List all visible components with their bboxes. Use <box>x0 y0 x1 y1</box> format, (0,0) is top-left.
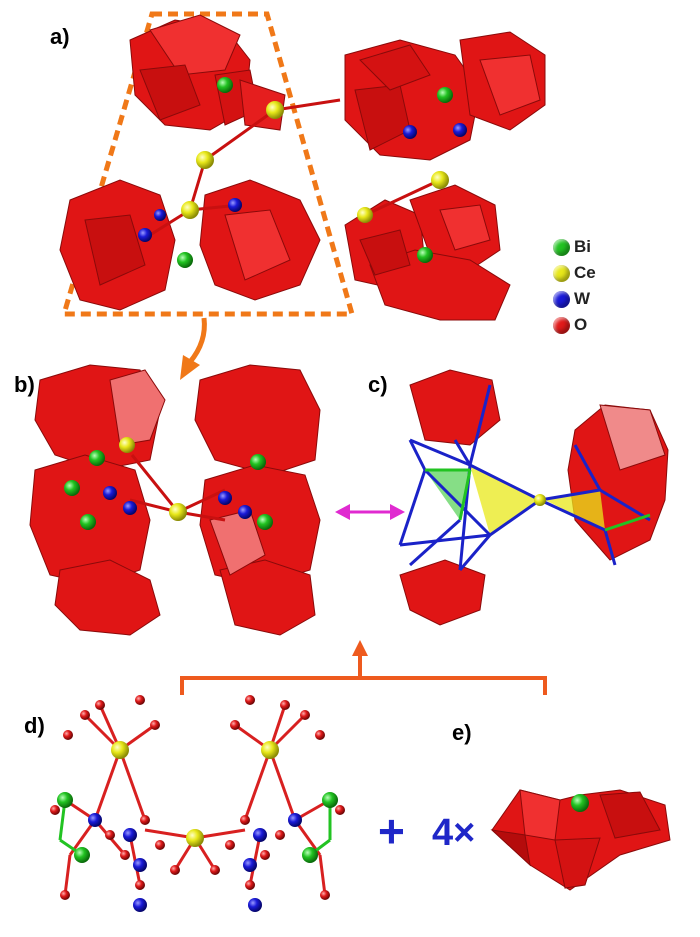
bi-atom <box>80 514 96 530</box>
w-atom <box>123 501 137 515</box>
w-atom <box>133 858 147 872</box>
panel-a-structure <box>59 11 546 321</box>
ce-atom <box>196 151 214 169</box>
panel-a-atoms <box>138 77 467 268</box>
bi-atom <box>571 794 589 812</box>
element-legend: Bi Ce W O <box>553 234 633 338</box>
legend-swatch-bi <box>553 238 570 256</box>
bi-atom <box>57 792 73 808</box>
legend-label: O <box>574 315 588 334</box>
bi-atom <box>257 514 273 530</box>
panel-b-structure <box>29 364 321 636</box>
legend-swatch-ce <box>553 264 570 282</box>
bi-atom <box>417 247 433 263</box>
bi-atom <box>250 454 266 470</box>
panel-c-structure <box>398 369 669 626</box>
panel-label-e: e) <box>452 720 472 745</box>
w-atom <box>253 828 267 842</box>
legend-label: Ce <box>574 263 596 282</box>
ce-atom <box>431 171 449 189</box>
w-atom <box>103 486 117 500</box>
ce-atom <box>186 829 204 847</box>
legend-swatch-w <box>553 290 570 308</box>
legend-item-ce: Ce <box>553 260 633 286</box>
multiplier-label: 4× <box>432 812 476 854</box>
bracket-d-e-to-b-c <box>180 640 547 695</box>
ce-atom <box>261 741 279 759</box>
plus-sign: + <box>378 805 405 857</box>
w-atom <box>453 123 467 137</box>
w-atom <box>123 828 137 842</box>
panel-e-structure <box>490 789 671 891</box>
bi-atom <box>302 847 318 863</box>
ce-atom <box>119 437 135 453</box>
w-atom <box>243 858 257 872</box>
w-atom <box>228 198 242 212</box>
arrow-a-to-b <box>180 317 207 380</box>
ce-atom <box>181 201 199 219</box>
ce-atom <box>534 494 546 506</box>
bi-atom <box>322 792 338 808</box>
panel-a-cluster-top-left <box>129 14 286 131</box>
ce-atom <box>169 503 187 521</box>
legend-label: W <box>574 289 591 308</box>
w-atom <box>154 209 166 221</box>
panel-d-structure <box>50 695 345 912</box>
panel-label-c: c) <box>368 372 388 397</box>
bi-atom <box>437 87 453 103</box>
legend-item-o: O <box>553 312 633 338</box>
legend-item-w: W <box>553 286 633 312</box>
legend-item-bi: Bi <box>553 234 633 260</box>
bi-atom <box>74 847 90 863</box>
legend-swatch-o <box>553 316 570 334</box>
bi-atom <box>217 77 233 93</box>
double-arrow-b-c <box>335 504 405 520</box>
w-atom <box>288 813 302 827</box>
panel-label-d: d) <box>24 713 45 738</box>
panel-a-cluster-bottom-left <box>59 179 321 311</box>
w-atom <box>248 898 262 912</box>
panel-label-b: b) <box>14 372 35 397</box>
panel-label-a: a) <box>50 24 70 49</box>
panel-a-cluster-top-right <box>344 31 546 161</box>
bi-atom <box>177 252 193 268</box>
ce-atom <box>357 207 373 223</box>
w-atom <box>138 228 152 242</box>
w-atom <box>238 505 252 519</box>
ce-atom <box>111 741 129 759</box>
w-atom <box>88 813 102 827</box>
bi-atom <box>89 450 105 466</box>
legend-label: Bi <box>574 237 591 256</box>
ce-atom <box>266 101 284 119</box>
w-atom <box>133 898 147 912</box>
bi-atom <box>64 480 80 496</box>
w-atom <box>403 125 417 139</box>
w-atom <box>218 491 232 505</box>
